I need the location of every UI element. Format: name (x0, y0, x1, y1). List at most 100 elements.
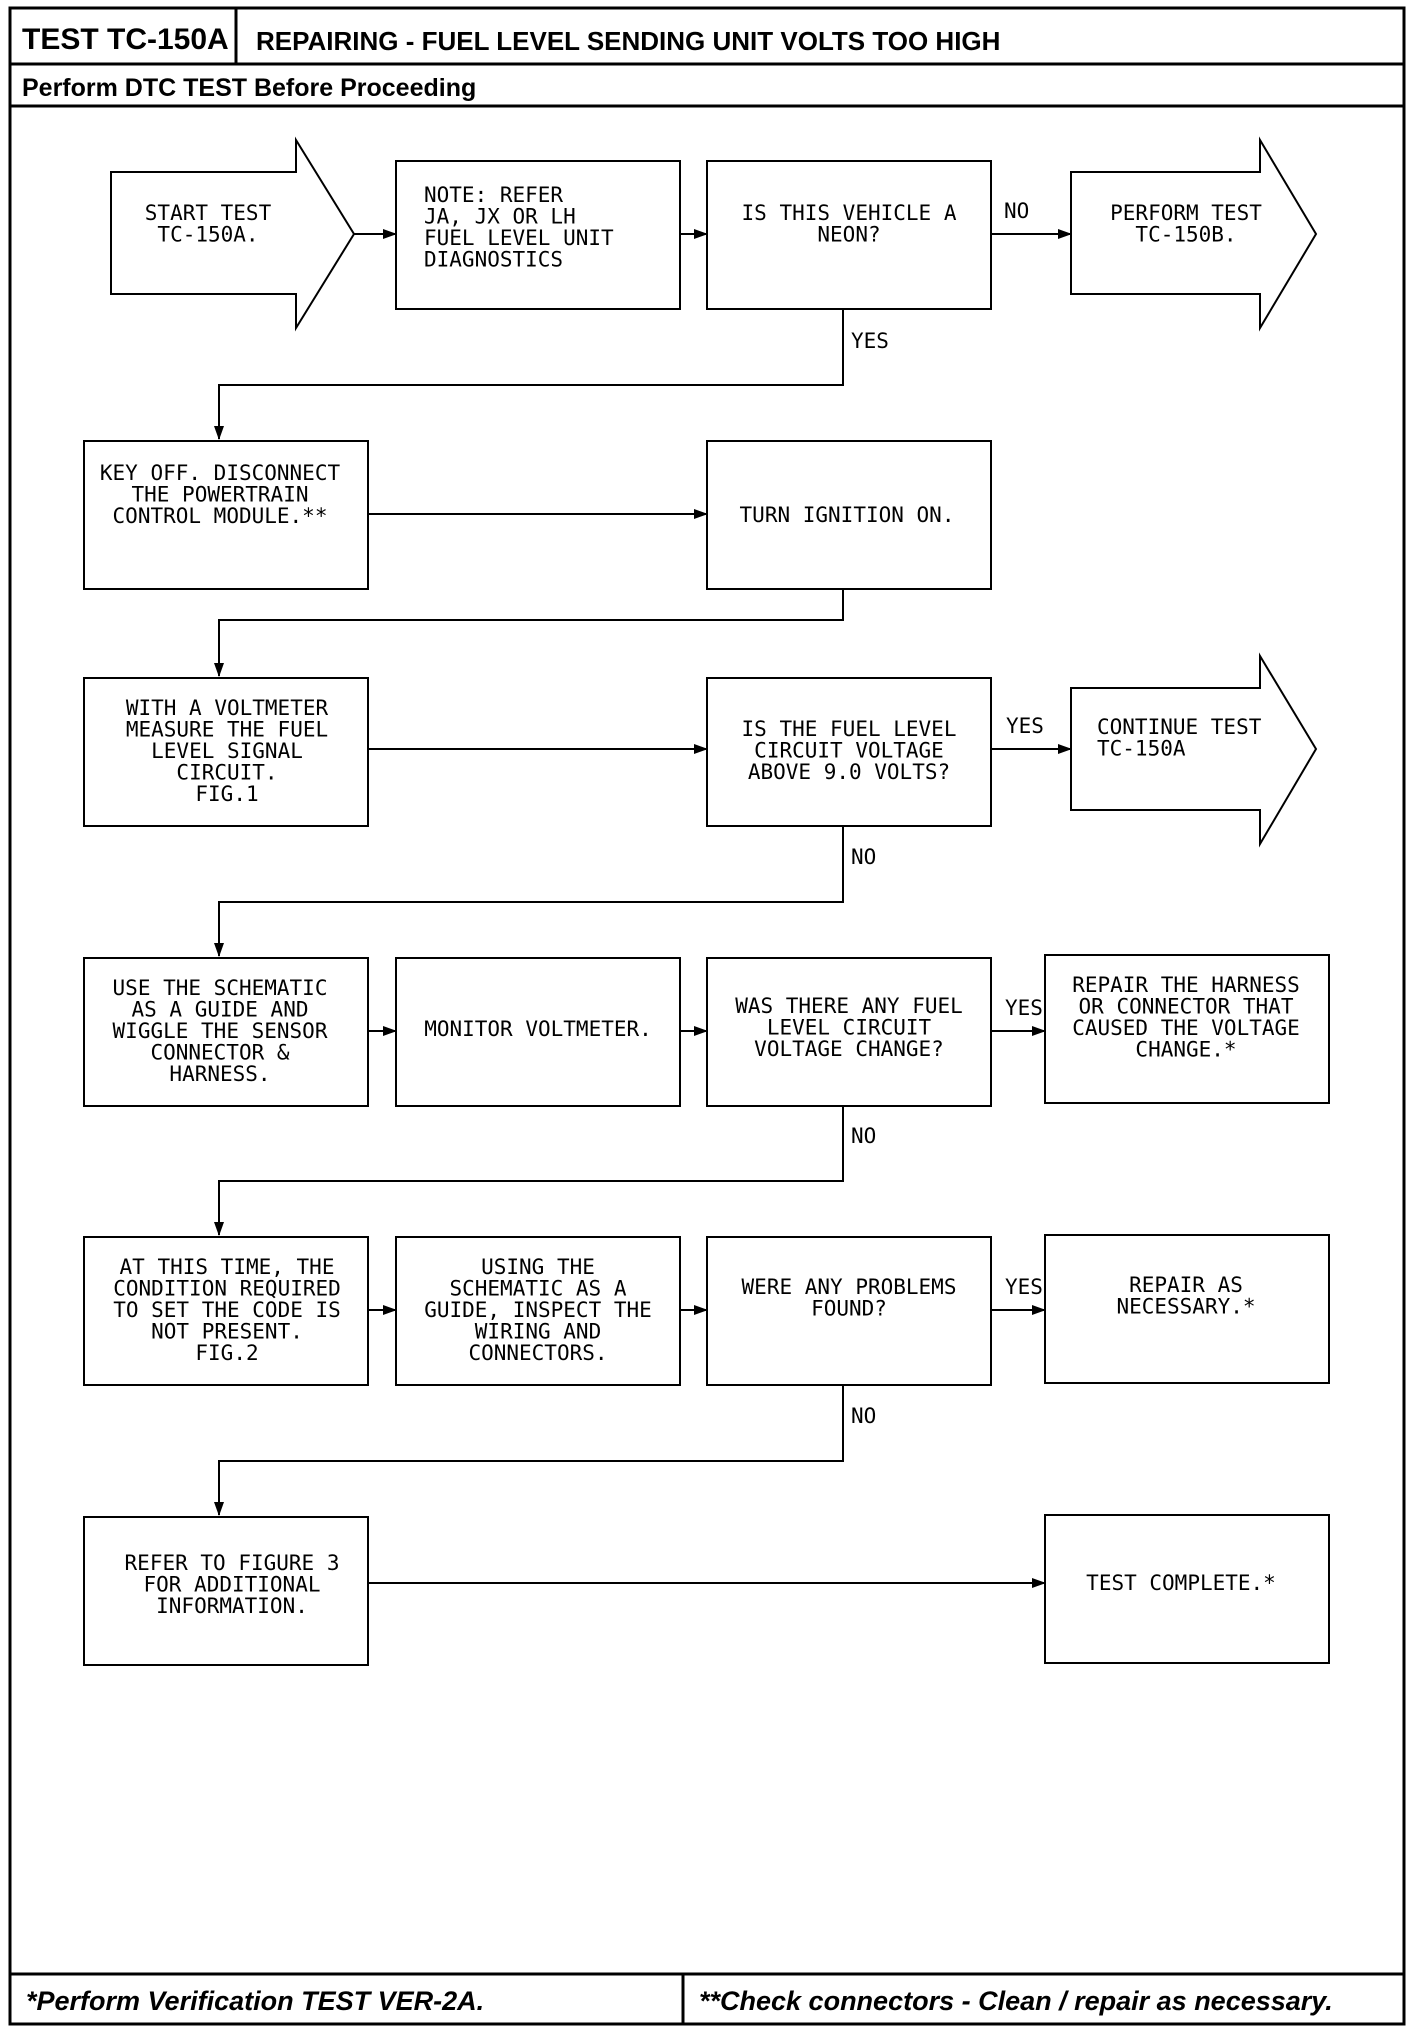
neon-yes-label: YES (851, 329, 889, 353)
node-text-line: CONDITION REQUIRED (113, 1277, 341, 1301)
node-text-line: JA, JX OR LH (424, 205, 576, 229)
node-text-line: TC-150A. (157, 223, 258, 247)
node-text-line: MEASURE THE FUEL (126, 718, 328, 742)
node-text-line: WIGGLE THE SENSOR (113, 1019, 328, 1043)
node-text-line: NOT PRESENT. (151, 1320, 303, 1344)
change-yes-label: YES (1005, 996, 1043, 1020)
node-text-line: REPAIR AS (1129, 1273, 1243, 1297)
change-no-label: NO (851, 1124, 876, 1148)
node-text-line: FIG.2 (195, 1341, 258, 1365)
ignition-on-label: TURN IGNITION ON. (740, 503, 955, 527)
node-text-line: FOUND? (811, 1297, 887, 1321)
monitor-voltmeter-box (395, 957, 681, 1107)
node-text-line: TO SET THE CODE IS (113, 1298, 341, 1322)
node-text-line: AT THIS TIME, THE (120, 1255, 335, 1279)
node-text-line: CAUSED THE VOLTAGE (1072, 1016, 1300, 1040)
voltage-yes-label: YES (1006, 714, 1044, 738)
test-complete-box (1044, 1514, 1330, 1664)
condition-not-present-box (83, 1236, 369, 1386)
node-text-line: LEVEL SIGNAL (151, 739, 303, 763)
node-text-line: NECESSARY.* (1116, 1295, 1255, 1319)
node-text-line: WITH A VOLTMETER (126, 696, 329, 720)
decision-voltage-box (706, 677, 992, 827)
node-text-line: NOTE: REFER (424, 183, 563, 207)
wiggle-test-box (83, 957, 369, 1107)
node-text-line: START TEST (145, 201, 272, 225)
footer-connectors-note: **Check connectors - Clean / repair as n… (699, 1986, 1333, 2016)
neon-no-label: NO (1004, 199, 1029, 223)
page-subtitle: Perform DTC TEST Before Proceeding (22, 74, 476, 102)
node-text-line: TC-150B. (1135, 223, 1236, 247)
node-text-line: WERE ANY PROBLEMS (742, 1275, 957, 1299)
node-text-line: OR CONNECTOR THAT (1079, 995, 1294, 1019)
node-text-line: CONNECTORS. (468, 1341, 607, 1365)
node-text-line: FOR ADDITIONAL (143, 1573, 320, 1597)
node-text-line: DIAGNOSTICS (424, 248, 563, 272)
decision-change-box (706, 957, 992, 1107)
node-text-line: VOLTAGE CHANGE? (754, 1037, 944, 1061)
node-text-line: CONNECTOR & (150, 1041, 289, 1065)
node-text-line: LEVEL CIRCUIT (767, 1016, 932, 1040)
test-id: TEST TC-150A (22, 23, 229, 56)
key-off-box (83, 440, 369, 590)
node-text-line: HARNESS. (169, 1062, 270, 1086)
node-text-line: ABOVE 9.0 VOLTS? (748, 760, 950, 784)
node-text-line: CHANGE.* (1135, 1038, 1236, 1062)
node-text-line: KEY OFF. DISCONNECT (100, 461, 341, 485)
node-text-line: TC-150A (1097, 737, 1186, 761)
perform-test-b-arrow (1070, 136, 1318, 332)
decision-problems-box (706, 1236, 992, 1386)
node-text-line: TEST COMPLETE.* (1086, 1571, 1276, 1595)
node-text-line: WIRING AND (475, 1320, 601, 1344)
node-text-line: REPAIR THE HARNESS (1072, 973, 1300, 997)
node-text-line: USE THE SCHEMATIC (113, 976, 328, 1000)
node-text-line: CONTINUE TEST (1097, 715, 1262, 739)
refer-figure3-box (83, 1516, 369, 1666)
node-text-line: FUEL LEVEL UNIT (424, 226, 614, 250)
page-title: REPAIRING - FUEL LEVEL SENDING UNIT VOLT… (256, 26, 1000, 56)
footer-verification-note: *Perform Verification TEST VER-2A. (26, 1986, 484, 2016)
node-text-line: AS A GUIDE AND (131, 998, 308, 1022)
monitor-voltmeter-label: MONITOR VOLTMETER. (424, 1017, 652, 1041)
node-text-line: USING THE (481, 1255, 595, 1279)
ignition-on-box (706, 440, 992, 590)
node-text-line: SCHEMATIC AS A (449, 1277, 626, 1301)
node-text-line: GUIDE, INSPECT THE (424, 1298, 652, 1322)
node-text-line: THE POWERTRAIN (131, 483, 308, 507)
problems-no-label: NO (851, 1404, 876, 1428)
repair-harness-box (1044, 954, 1330, 1104)
voltage-no-label: NO (851, 845, 876, 869)
node-text-line: CIRCUIT VOLTAGE (754, 739, 944, 763)
node-text-line: FIG.1 (195, 782, 258, 806)
start-test-arrow (110, 136, 356, 332)
node-text-line: NEON? (817, 223, 880, 247)
node-text-line: CONTROL MODULE.** (113, 504, 328, 528)
test-complete-label: TEST COMPLETE.* (1086, 1571, 1276, 1595)
problems-yes-label: YES (1005, 1275, 1043, 1299)
node-text-line: REFER TO FIGURE 3 (125, 1551, 340, 1575)
repair-as-necessary-box (1044, 1234, 1330, 1384)
continue-test-arrow (1070, 652, 1318, 848)
node-text-line: IS THE FUEL LEVEL (742, 717, 957, 741)
measure-voltage-box (83, 677, 369, 827)
node-text-line: IS THIS VEHICLE A (742, 201, 957, 225)
outer-frame (8, 6, 1406, 2026)
node-text-line: CIRCUIT. (176, 761, 277, 785)
node-text-line: TURN IGNITION ON. (740, 503, 955, 527)
node-text-line: PERFORM TEST (1110, 201, 1262, 225)
